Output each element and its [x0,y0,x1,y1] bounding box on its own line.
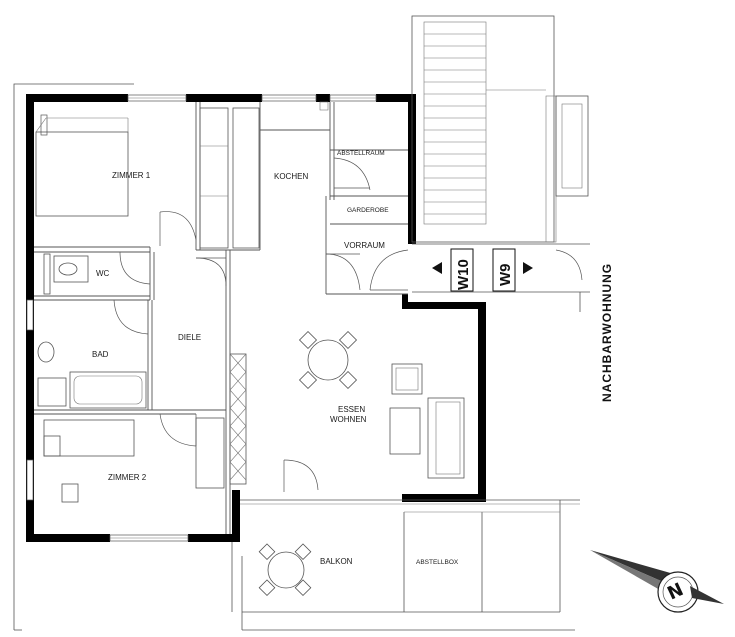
neighbor-apartment-label: NACHBARWOHNUNG [600,263,614,402]
room-label-wc: WC [96,269,110,278]
room-label-kochen: KOCHEN [274,172,308,181]
compass-north-arrow-icon: N [590,550,724,613]
room-label-diele: DIELE [178,333,201,342]
wardrobe-cabinet [195,353,247,489]
room-label-zimmer-1: ZIMMER 1 [112,171,151,180]
bed-zimmer-1 [35,117,129,217]
sanitary-fixtures [37,253,147,409]
room-label-bad: BAD [92,350,109,359]
unit-badge-w10: W10 [450,248,474,292]
arrow-right-icon [523,262,533,274]
svg-text:W10: W10 [455,259,472,290]
doors [113,101,583,492]
dining-table [298,330,358,390]
room-label-abstellraum: ABSTELLRAUM [337,150,385,157]
bed-zimmer-2 [43,419,135,503]
staircase [411,15,590,312]
kitchen-counters [199,107,260,249]
unit-badge-w9: W9 [492,248,516,292]
room-label-abstellbox: ABSTELLBOX [416,559,459,566]
room-label-essen: ESSEN [338,405,365,414]
balcony [231,499,580,612]
room-label-garderobe: GARDEROBE [347,207,389,214]
room-label-balkon: BALKON [320,557,353,566]
svg-text:W9: W9 [497,264,514,287]
room-label-wohnen: WOHNEN [330,415,367,424]
interior-walls [34,102,408,534]
windows [26,94,377,542]
arrow-left-icon [432,262,442,274]
exterior-walls [26,94,486,542]
room-label-vorraum: VORRAUM [344,241,385,250]
building-outline [13,83,575,631]
sofa [389,363,465,479]
room-label-zimmer-2: ZIMMER 2 [108,473,147,482]
